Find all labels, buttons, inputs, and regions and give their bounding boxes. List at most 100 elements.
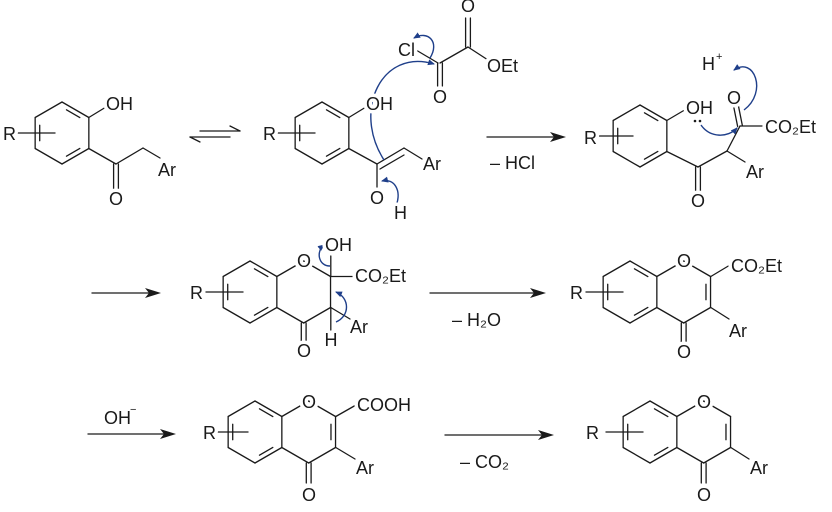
s7-benzo-ring-bond: [649, 400, 678, 418]
s3-oh-label: OH: [686, 98, 713, 118]
s4-ketone-o-label: O: [297, 341, 311, 361]
s3-co2et-label: CO₂Et: [765, 117, 816, 137]
equilibrium-forward-barb: [229, 125, 241, 132]
s2-enol-double-bond: [376, 147, 405, 165]
s2-bond: [403, 147, 423, 160]
s3-ring-bond: [612, 150, 641, 168]
s5-benzo-ring-double-bond: [633, 306, 649, 316]
s3-ar-label: Ar: [746, 162, 764, 182]
s1-bond: [142, 147, 161, 159]
s7-bond: [703, 400, 732, 418]
s1-ring-double-bond: [65, 147, 81, 157]
s4-benzo-ring-double-bond: [253, 306, 269, 316]
step5-reagent-charge: −: [130, 404, 136, 416]
s6-cooh-bond: [335, 404, 357, 418]
137-head: [550, 132, 566, 142]
s3-bond: [726, 150, 746, 163]
s7-benzo-ring-bond: [622, 400, 651, 418]
s3-keto-carbonyl: [732, 105, 739, 128]
step6-byproduct-label: – CO₂: [460, 452, 509, 472]
s5-benzo-ring-bond: [602, 260, 631, 278]
293-head: [145, 288, 161, 298]
s3-ring-double-bond: [643, 112, 659, 122]
s3-ring-bond: [639, 150, 668, 168]
s3-proton-label: H: [702, 54, 715, 74]
labels-layer: R OH O Ar R OH O H Ar Cl O O OEt – HCl H…: [0, 0, 820, 509]
s1-carbonyl-o-label: O: [109, 189, 123, 209]
s6-bond: [308, 446, 337, 464]
s2-bond: [348, 147, 378, 165]
s3-r-label: R: [584, 128, 597, 148]
bonds-layer: [15, 17, 765, 484]
s7-ar-bond: [730, 446, 750, 460]
s4-h-label: H: [325, 330, 338, 350]
s7-ketone-o-label: O: [697, 485, 711, 505]
s1-bond: [115, 147, 144, 165]
s3-ring-bond: [639, 104, 668, 122]
s6-benzo-ring-bond: [254, 446, 283, 464]
s7-benzo-ring-bond: [622, 446, 651, 464]
s7-bond: [676, 400, 705, 418]
s4-bond: [276, 260, 305, 278]
s2-ester-o-label: O: [461, 0, 475, 16]
s2-bond: [439, 46, 469, 64]
s1-bond: [88, 147, 117, 165]
s2-oh-label: OH: [366, 94, 393, 114]
s5-bond: [656, 260, 685, 278]
s6-ketone-o-label: O: [302, 485, 316, 505]
s3-lone-pair-dot: [698, 119, 702, 123]
curly-arrow-proton: [733, 64, 758, 111]
s2-cl-label: Cl: [398, 40, 415, 60]
step5-reagent-label: OH: [104, 408, 131, 428]
s3-lone-pair-dot: [693, 119, 697, 123]
s2-ring-double-bond: [325, 147, 341, 157]
s1-ar-label: Ar: [158, 160, 176, 180]
s7-bond: [676, 446, 705, 464]
s3-proton-charge: +: [716, 51, 722, 63]
s5-bond: [683, 260, 712, 278]
s5-bond: [683, 306, 712, 324]
s1-oh-bond: [88, 106, 107, 119]
s1-ring-bond: [34, 147, 63, 165]
step2-byproduct-label: – HCl: [490, 153, 535, 173]
s1-ring-double-bond: [65, 109, 81, 119]
s5-benzo-ring-bond: [629, 260, 658, 278]
curly-arrow-cl-leaving: [413, 32, 435, 59]
s6-benzo-ring-bond: [227, 446, 256, 464]
s2-oh-bond: [348, 106, 367, 119]
s4-bond: [303, 306, 332, 324]
s5-ar-label: Ar: [729, 321, 747, 341]
s2-enol-o-label: O: [370, 188, 384, 208]
s7-ar-label: Ar: [750, 458, 768, 478]
435-head: [538, 430, 554, 440]
curly-arrow-oh-leaving: [317, 244, 331, 267]
s7-r-label: R: [586, 423, 599, 443]
s5-ring-o-label: O: [677, 251, 691, 271]
s4-bond: [276, 306, 305, 324]
s2-r-label: R: [263, 124, 276, 144]
s4-benzo-ring-bond: [249, 306, 278, 324]
s6-ring-o-label: O: [302, 392, 316, 412]
s4-ar-bond: [330, 306, 351, 320]
s3-oh-bond: [666, 107, 689, 122]
s6-bond: [281, 400, 310, 418]
s2-ring-bond: [321, 101, 350, 119]
s6-benzo-ring-double-bond: [258, 408, 274, 418]
s7-ring-o-label: O: [697, 392, 711, 412]
s5-co2et-label: CO₂Et: [731, 256, 782, 276]
s5-benzo-ring-double-bond: [633, 268, 649, 278]
step4-byproduct-label: – H₂O: [452, 310, 501, 330]
s5-bond: [656, 306, 685, 324]
s3-bond: [666, 150, 699, 168]
s2-oet-label: OEt: [487, 56, 518, 76]
s4-co2et-label: CO₂Et: [355, 266, 406, 286]
s3-ring-bond: [612, 104, 641, 122]
s4-r-label: R: [190, 283, 203, 303]
s3-keto-carbonyl: [737, 104, 744, 127]
s2-ar-label: Ar: [423, 154, 441, 174]
s3-bond: [726, 125, 741, 152]
curly-arrow-oh-attack: [700, 124, 738, 136]
s2-enol-double-bond: [379, 154, 405, 170]
